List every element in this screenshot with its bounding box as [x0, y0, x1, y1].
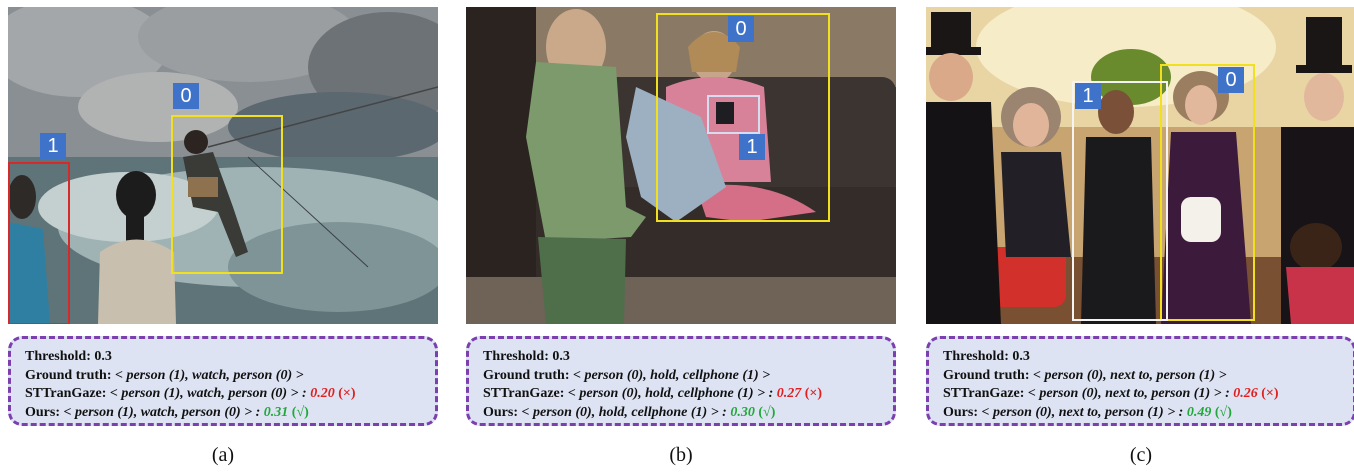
ground-truth-line: Ground truth: < person (0), hold, cellph…	[483, 367, 771, 383]
river-scene-image	[8, 7, 438, 324]
prediction-box-b: Threshold: 0.3 Ground truth: < person (0…	[466, 336, 896, 426]
sttrangaze-score: 0.20	[310, 386, 335, 401]
video-frame-a: 0 1	[8, 7, 438, 324]
video-frame-c: 0 1	[926, 7, 1354, 324]
bounding-box-0	[1160, 64, 1255, 321]
bounding-box-1	[8, 162, 70, 324]
video-frame-b: 0 1	[466, 7, 896, 324]
threshold-text: Threshold: 0.3	[25, 349, 112, 364]
threshold-text: Threshold: 0.3	[483, 349, 570, 364]
subfigure-caption-c: (c)	[1129, 444, 1153, 466]
subfigure-caption-b: (b)	[669, 444, 693, 466]
object-id-tag-1: 1	[1075, 83, 1101, 109]
ground-truth-line: Ground truth: < person (1), watch, perso…	[25, 367, 304, 383]
subfigure-caption-a: (a)	[211, 444, 235, 466]
ours-line: Ours: < person (1), watch, person (0) > …	[25, 404, 309, 420]
ours-score: 0.30	[730, 404, 755, 420]
correct-mark: (√)	[754, 404, 776, 420]
bounding-box-0	[656, 13, 830, 222]
sttrangaze-line: STTranGaze: < person (1), watch, person …	[25, 386, 356, 401]
ours-line: Ours: < person (0), next to, person (1) …	[943, 404, 1232, 420]
panel-a: 0 1 Threshold: 0.3 Ground truth: < perso…	[8, 0, 438, 474]
ours-line: Ours: < person (0), hold, cellphone (1) …	[483, 404, 776, 420]
wrong-mark: (×)	[1257, 386, 1279, 401]
ground-truth-line: Ground truth: < person (0), next to, per…	[943, 367, 1227, 383]
wrong-mark: (×)	[334, 386, 356, 401]
ours-score: 0.31	[263, 404, 289, 420]
bounding-box-1	[1072, 81, 1168, 321]
prediction-box-c: Threshold: 0.3 Ground truth: < person (0…	[926, 336, 1354, 426]
bounding-box-0	[171, 115, 283, 274]
object-id-tag-0: 0	[728, 16, 754, 42]
sttrangaze-line: STTranGaze: < person (0), hold, cellphon…	[483, 386, 823, 401]
sttrangaze-score: 0.26	[1233, 386, 1258, 401]
wrong-mark: (×)	[801, 386, 823, 401]
panel-b: 0 1 Threshold: 0.3 Ground truth: < perso…	[466, 0, 896, 474]
living-room-scene-image	[466, 7, 896, 324]
object-id-tag-0: 0	[173, 83, 199, 109]
object-id-tag-0: 0	[1218, 67, 1244, 93]
sttrangaze-line: STTranGaze: < person (0), next to, perso…	[943, 386, 1279, 401]
carolers-scene-image	[926, 7, 1354, 324]
object-id-tag-1: 1	[40, 133, 66, 159]
ours-score: 0.49	[1186, 404, 1212, 420]
sttrangaze-score: 0.27	[776, 386, 802, 401]
prediction-box-a: Threshold: 0.3 Ground truth: < person (1…	[8, 336, 438, 426]
correct-mark: (√)	[288, 404, 309, 420]
object-id-tag-1: 1	[739, 134, 765, 160]
bounding-box-1	[707, 95, 760, 134]
panel-c: 0 1 Threshold: 0.3 Ground truth: < perso…	[926, 0, 1354, 474]
correct-mark: (√)	[1211, 404, 1232, 420]
threshold-text: Threshold: 0.3	[943, 349, 1030, 364]
